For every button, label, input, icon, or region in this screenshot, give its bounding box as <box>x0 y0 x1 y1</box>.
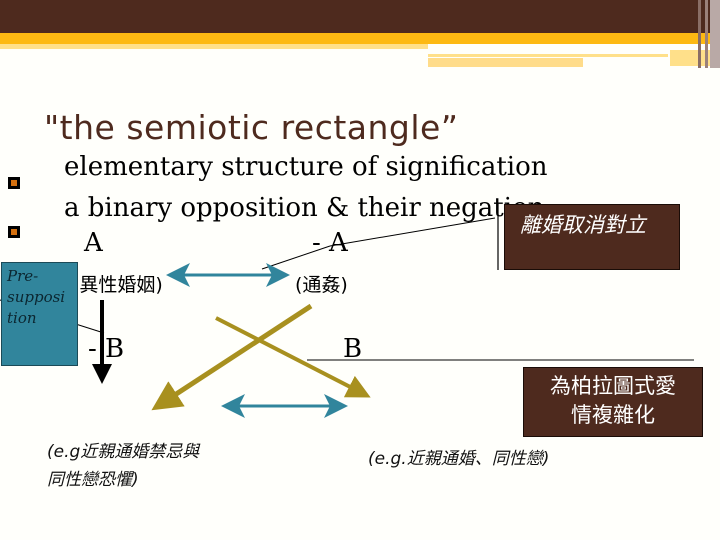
contradiction-arrow <box>215 316 371 398</box>
presupposition-line: supposi <box>7 288 66 306</box>
header-accent-fade <box>0 44 428 49</box>
term-not-a: - A <box>312 228 348 258</box>
header-accent-fade <box>428 54 668 57</box>
term-b: B <box>343 334 363 364</box>
header-stripe <box>705 0 708 68</box>
presupposition-line: Pre- <box>7 267 39 285</box>
presupposition-callout <box>1 262 78 366</box>
platonic-callout <box>523 367 703 437</box>
label-hetero-marriage: (異性婚姻) <box>72 274 163 296</box>
square-bullet-icon <box>8 226 20 238</box>
bullet-text: a binary opposition & their negation <box>64 193 545 223</box>
header-stripe <box>710 0 720 68</box>
example-left: (e.g近親通婚禁忌與 同性戀恐懼) <box>47 438 199 494</box>
platonic-callout-text: 為柏拉圖式愛 情複雜化 <box>523 372 703 430</box>
header-bar <box>0 0 720 33</box>
connector-line <box>329 217 496 247</box>
label-adultery: (通姦) <box>295 274 348 296</box>
header-accent-bar <box>0 33 720 44</box>
square-bullet-icon <box>8 177 20 189</box>
contradiction-arrow <box>151 303 313 411</box>
bullet-text: elementary structure of signification <box>64 152 548 182</box>
example-line: 同性戀恐懼) <box>47 470 139 490</box>
presupposition-text: Pre- supposi tion <box>7 266 65 329</box>
platonic-line: 為柏拉圖式愛 <box>550 374 676 398</box>
term-not-b: - B <box>88 334 125 364</box>
header-accent-fade <box>428 58 583 67</box>
presupposition-line: tion <box>7 309 37 327</box>
header-stripe <box>698 0 701 68</box>
slide-title: "the semiotic rectangle” <box>44 108 459 147</box>
divorce-callout-text: 離婚取消對立 <box>520 213 646 237</box>
term-a: A <box>84 228 103 258</box>
example-line: (e.g近親通婚禁忌與 <box>47 442 200 462</box>
divorce-callout <box>504 204 680 270</box>
example-right: (e.g.近親通婚、同性戀) <box>368 449 550 469</box>
platonic-line: 情複雜化 <box>571 403 655 427</box>
